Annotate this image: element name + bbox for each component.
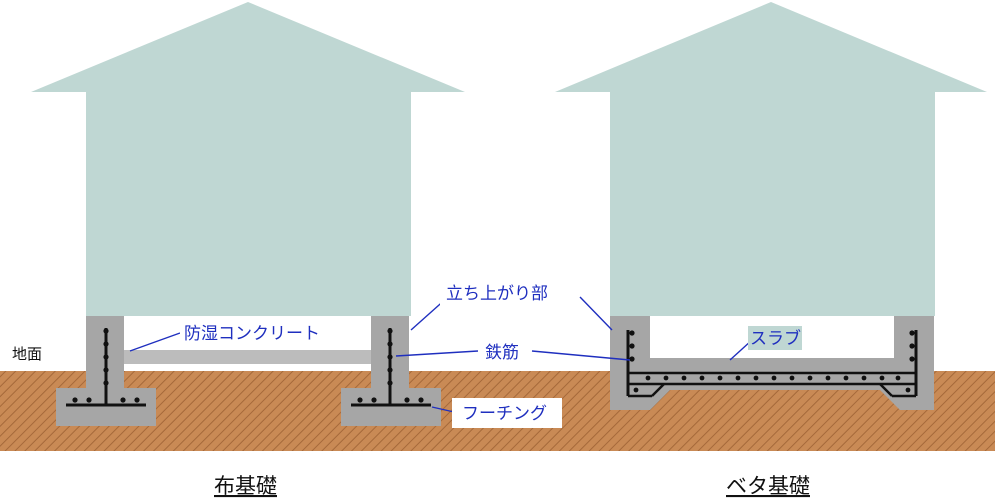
label-rebar: 鉄筋: [485, 343, 519, 363]
caption-mat-foundation: ベタ基礎: [726, 474, 810, 498]
house-strip-foundation: [31, 2, 465, 316]
label-slab: スラブ: [750, 328, 801, 349]
strip-footing-right: [341, 316, 441, 426]
label-slab-bg: [748, 326, 802, 350]
label-riser-bg: [440, 280, 564, 306]
label-moisture-concrete-bg: [180, 320, 332, 346]
house-roof-right: [555, 2, 987, 92]
label-rebar-bg: [478, 340, 530, 364]
moisture-concrete-slab: [124, 350, 371, 364]
house-roof-left: [31, 2, 465, 92]
house-body-right: [610, 90, 935, 316]
leader-lines: [129, 296, 753, 413]
label-riser: 立ち上がり部: [446, 284, 548, 304]
house-body-left: [86, 90, 411, 316]
caption-strip-foundation: 布基礎: [214, 474, 277, 498]
label-footing: フーチング: [462, 404, 547, 424]
mat-foundation-concrete: [610, 316, 934, 410]
label-footing-bg: [452, 398, 562, 428]
house-mat-foundation: [555, 2, 987, 316]
strip-footing-left: [56, 316, 156, 426]
label-ground: 地面: [12, 345, 42, 363]
label-moisture-concrete: 防湿コンクリート: [184, 324, 320, 344]
